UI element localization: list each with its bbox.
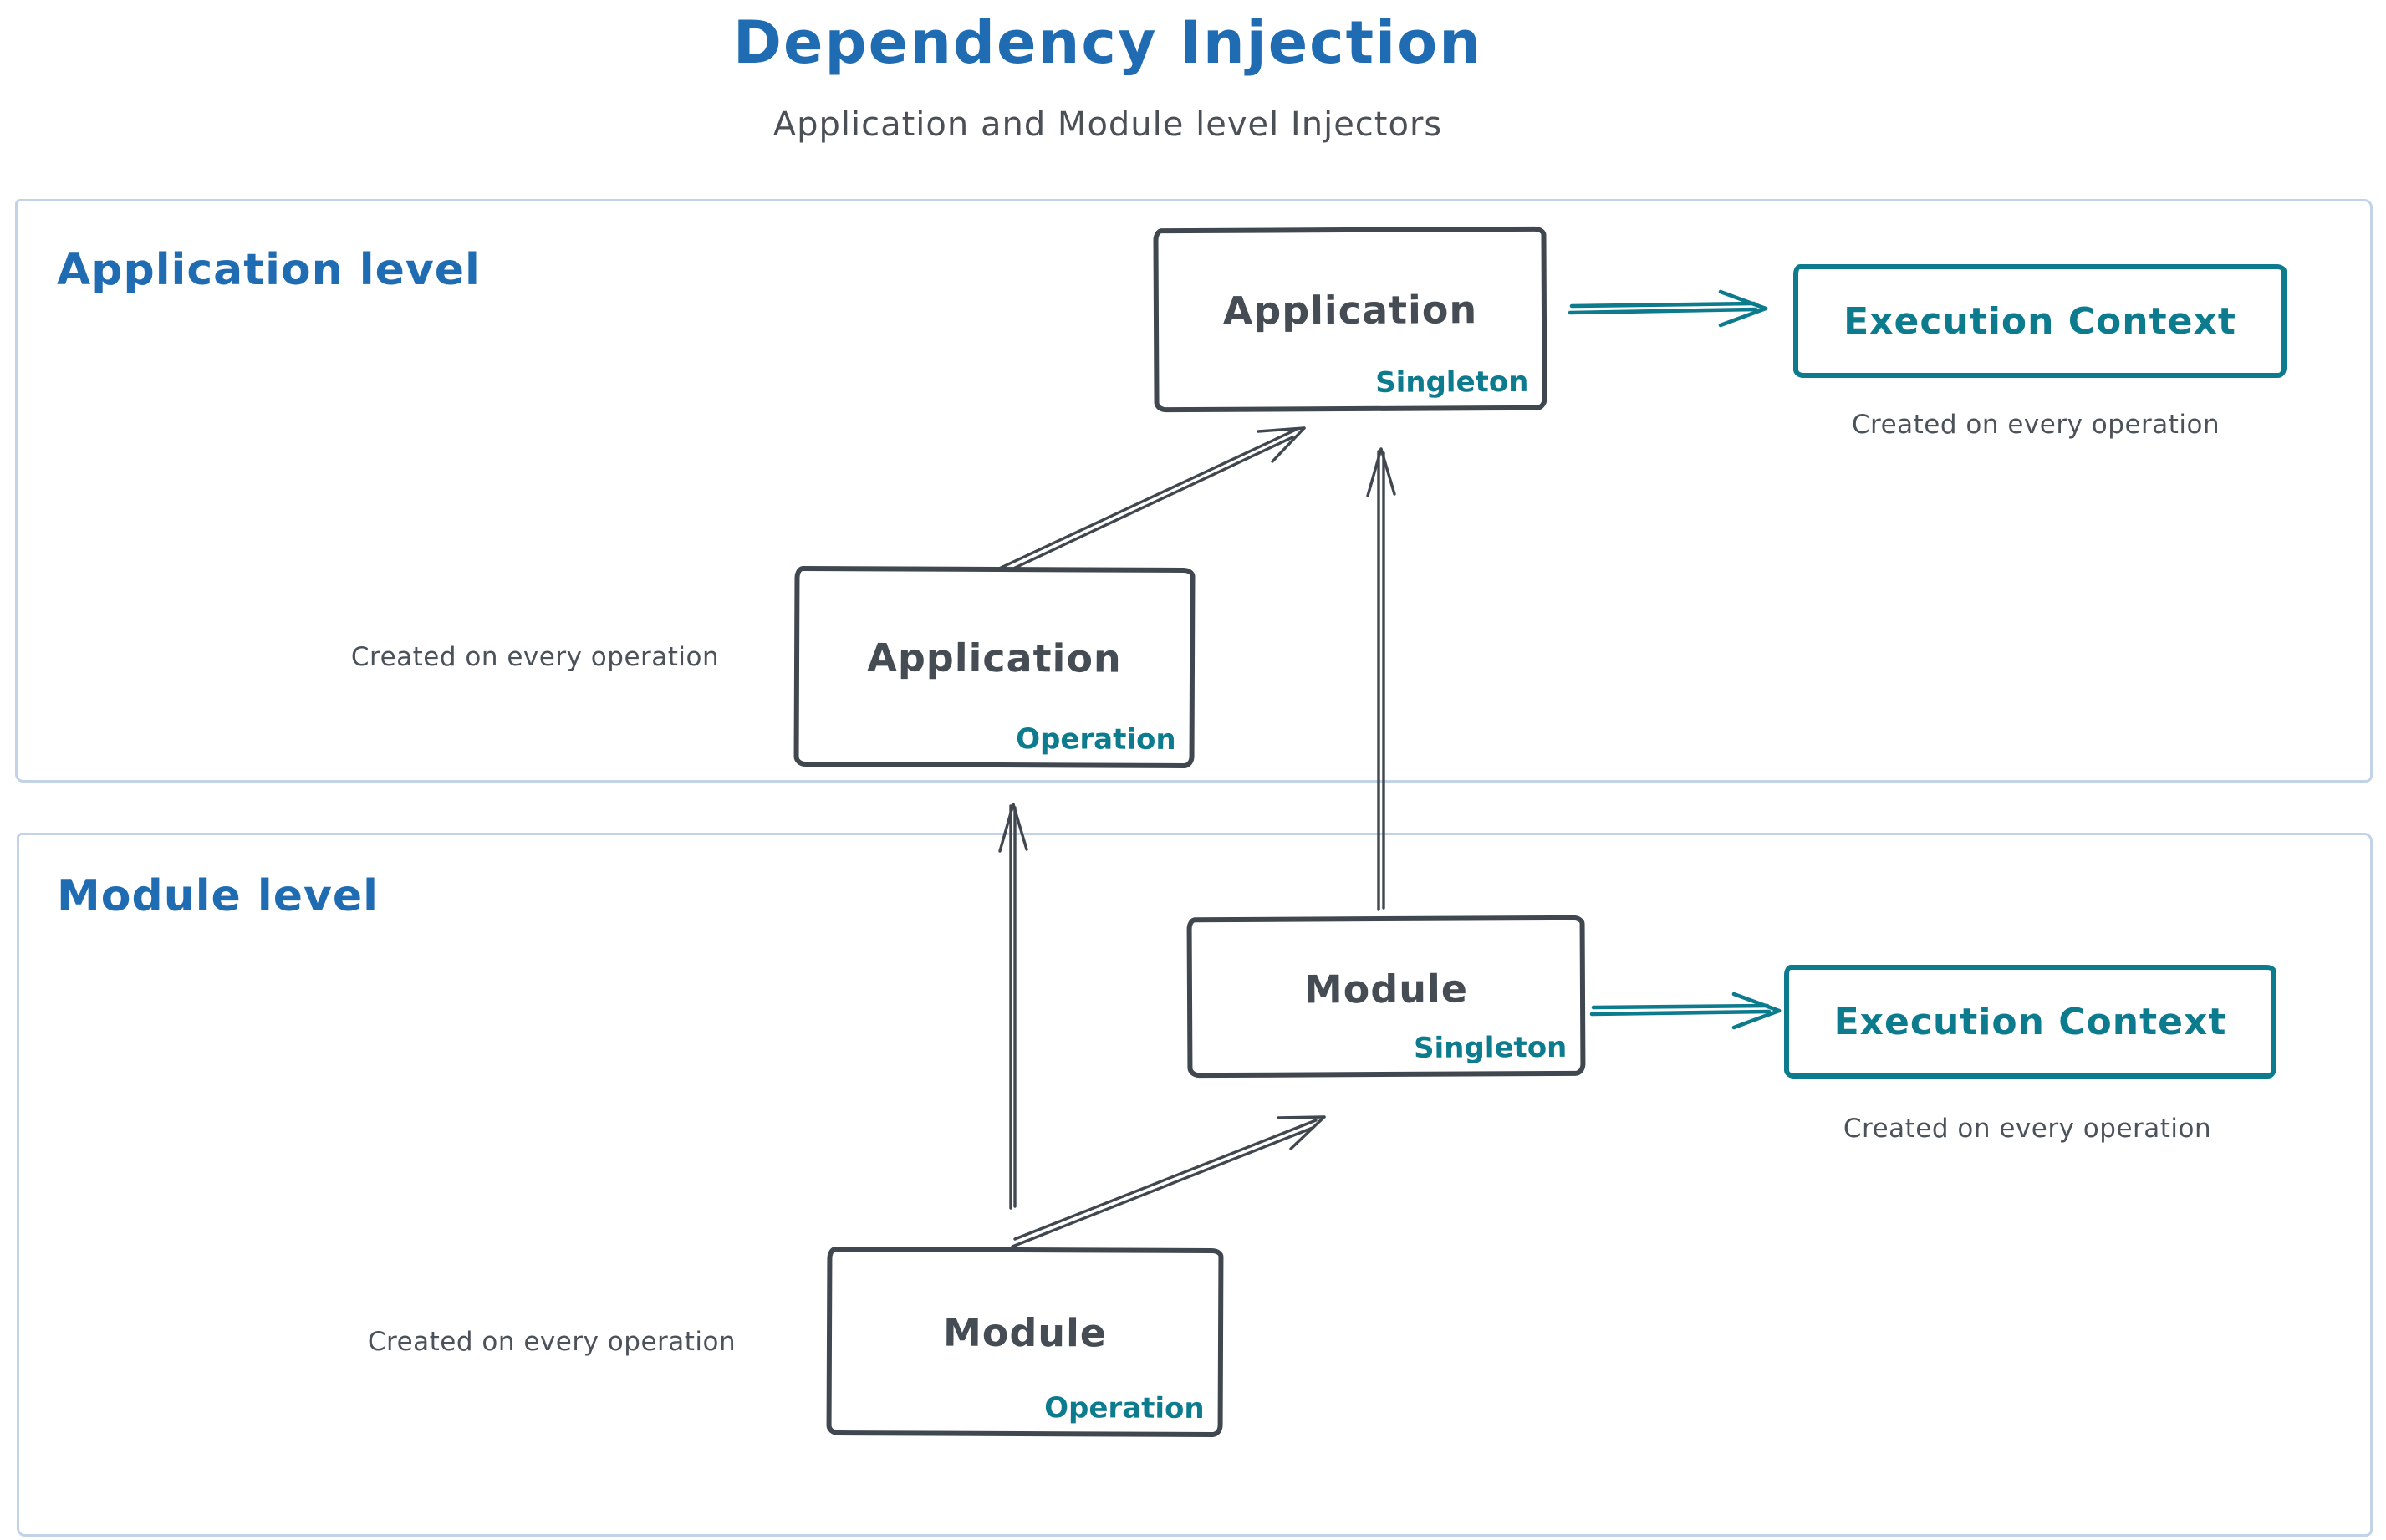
page-subtitle: Application and Module level Injectors [772,105,1443,144]
module-level-label: Module level [57,871,379,921]
application-operation-note: Created on every operation [350,642,720,672]
module-level-container [17,833,2373,1537]
application-singleton-box: Application Singleton [1153,226,1547,413]
module-operation-box: Module Operation [826,1246,1224,1438]
application-operation-name: Application [867,635,1122,681]
module-singleton-scope: Singleton [1414,1030,1568,1065]
execution-context-note-module: Created on every operation [1843,1114,2212,1144]
execution-context-box-application: Execution Context [1793,264,2287,378]
execution-context-label-application: Execution Context [1843,299,2236,343]
application-level-container [15,199,2373,783]
application-operation-scope: Operation [1016,722,1176,757]
module-operation-scope: Operation [1044,1391,1205,1425]
application-level-label: Application level [57,245,481,295]
application-singleton-scope: Singleton [1375,365,1529,400]
module-singleton-box: Module Singleton [1186,915,1586,1079]
application-singleton-name: Application [1222,287,1478,334]
page-title: Dependency Injection [732,8,1483,77]
module-singleton-name: Module [1303,966,1469,1012]
module-operation-note: Created on every operation [367,1327,737,1357]
application-operation-box: Application Operation [793,565,1196,769]
execution-context-label-module: Execution Context [1833,1000,2227,1043]
execution-context-box-module: Execution Context [1784,965,2276,1079]
execution-context-note-application: Created on every operation [1851,410,2220,440]
module-operation-name: Module [942,1309,1108,1356]
